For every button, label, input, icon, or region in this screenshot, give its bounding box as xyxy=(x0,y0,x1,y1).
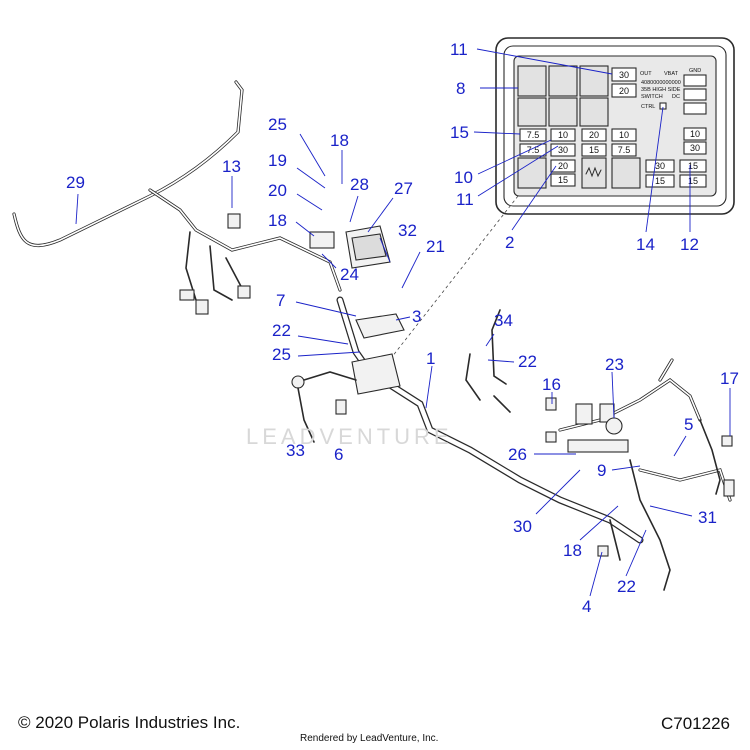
fuse-30-b: 30 xyxy=(558,145,568,155)
callout-13: 13 xyxy=(222,157,241,176)
callout-17: 17 xyxy=(720,369,739,388)
callout-4: 4 xyxy=(582,597,591,616)
callout-11-top: 11 xyxy=(450,40,468,59)
callout-31: 31 xyxy=(698,508,717,527)
callout-16: 16 xyxy=(542,375,561,394)
callout-27: 27 xyxy=(394,179,413,198)
callout-24: 24 xyxy=(340,265,359,284)
callout-25-top: 25 xyxy=(268,115,287,134)
fuse-7-5-c: 7.5 xyxy=(618,145,631,155)
fuse-10-right: 10 xyxy=(690,129,700,139)
fuse-10-mid: 10 xyxy=(619,130,629,140)
callout-22-a: 21 xyxy=(426,237,445,256)
label-dc: DC xyxy=(672,94,680,100)
callout-18-bottom: 18 xyxy=(563,541,582,560)
callout-33: 33 xyxy=(286,441,305,460)
fuse-15-low-b: 15 xyxy=(655,176,665,186)
callout-30: 30 xyxy=(513,517,532,536)
projection-line xyxy=(387,195,519,363)
callout-25-bottom: 25 xyxy=(272,345,291,364)
callout-15: 15 xyxy=(450,123,469,142)
harness-drawing xyxy=(12,80,735,591)
fuse-20-low: 20 xyxy=(558,161,568,171)
callout-1: 1 xyxy=(426,349,435,368)
callout-10: 10 xyxy=(454,168,473,187)
callout-34: 34 xyxy=(494,311,513,330)
callout-21: 20 xyxy=(268,181,287,200)
fuse-box-inset: 30 20 OUT VBAT 4080000000000 35B HIGH SI… xyxy=(495,37,735,215)
fuse-30: 30 xyxy=(619,70,629,80)
label-gnd: GND xyxy=(689,68,701,74)
callout-7: 7 xyxy=(276,291,285,310)
callout-22-c: 22 xyxy=(518,352,537,371)
fuse-7-5: 7.5 xyxy=(527,130,540,140)
fuse-15-right-a: 15 xyxy=(688,161,698,171)
label-high-side: 35B HIGH SIDE xyxy=(641,87,681,93)
callout-9: 9 xyxy=(597,461,606,480)
callout-32: 32 xyxy=(398,221,417,240)
watermark: LEADVENTURE xyxy=(246,424,453,449)
fuse-15-right-b: 15 xyxy=(688,176,698,186)
label-serial: 4080000000000 xyxy=(641,80,681,86)
leader-lines xyxy=(75,48,731,597)
copyright-text: © 2020 Polaris Industries Inc. xyxy=(18,713,241,732)
diagram-code: C701226 xyxy=(660,714,730,733)
fuse-30-right: 30 xyxy=(690,143,700,153)
fuse-20-mid: 20 xyxy=(589,130,599,140)
rendered-by-text: Rendered by LeadVenture, Inc. xyxy=(300,733,439,744)
callout-26: 26 xyxy=(508,445,527,464)
label-ctrl: CTRL xyxy=(641,104,655,110)
callout-28: 28 xyxy=(350,175,369,194)
callout-20: 19 xyxy=(268,151,287,170)
callouts: 11 8 15 10 11 2 14 12 29 13 25 18 19 20 … xyxy=(66,40,739,616)
callout-22-b: 22 xyxy=(272,321,291,340)
callout-19: 18 xyxy=(268,211,287,230)
callout-12: 12 xyxy=(680,235,699,254)
fuse-7-5-b: 7.5 xyxy=(527,145,540,155)
fuse-10: 10 xyxy=(558,130,568,140)
label-out: OUT xyxy=(640,71,652,77)
fuse-15-low: 15 xyxy=(558,175,568,185)
label-vbat: VBAT xyxy=(664,71,679,77)
callout-18-top: 18 xyxy=(330,131,349,150)
callout-22-d: 22 xyxy=(617,577,636,596)
fuse-30-low: 30 xyxy=(655,161,665,171)
callout-8: 8 xyxy=(456,79,465,98)
callout-23: 23 xyxy=(605,355,624,374)
fuse-15-a: 15 xyxy=(589,145,599,155)
callout-11-mid: 11 xyxy=(456,190,474,209)
label-switch: SWITCH xyxy=(641,94,663,100)
callout-3: 3 xyxy=(412,307,421,326)
callout-5: 5 xyxy=(684,415,693,434)
callout-14: 14 xyxy=(636,235,655,254)
fuse-20: 20 xyxy=(619,86,629,96)
callout-2: 2 xyxy=(505,233,514,252)
callout-6: 6 xyxy=(334,445,343,464)
callout-29: 29 xyxy=(66,173,85,192)
